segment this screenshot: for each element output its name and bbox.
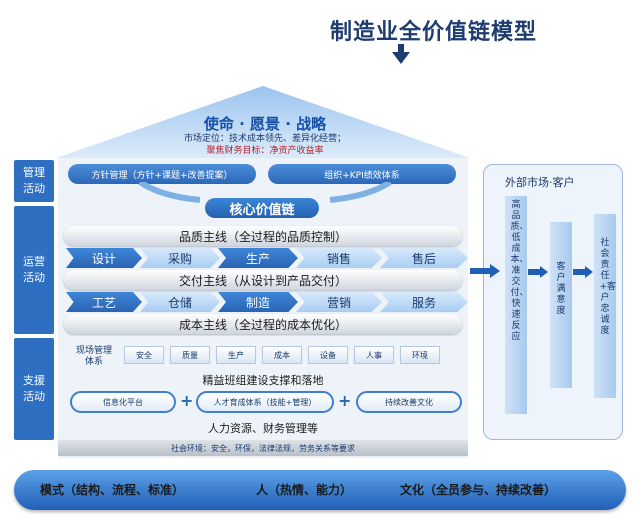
delivery-mainline: 交付主线（从设计到产品交付） [64, 270, 462, 290]
side-label-management: 管理 活动 [14, 160, 54, 202]
core-value-chain: 核心价值链 [205, 198, 319, 218]
tag-environment: 环境 [400, 346, 440, 364]
chevron-sales: 销售 [296, 248, 382, 268]
policy-management-pill: 方针管理（方针+课题+改善提案） [68, 164, 256, 184]
chevron-design: 设计 [66, 248, 142, 268]
chevron-process: 工艺 [66, 292, 142, 312]
kpi-system-pill: 组织+KPI绩效体系 [268, 164, 456, 184]
roof-triangle [56, 86, 470, 158]
base-culture: 文化（全员参与、持续改善） [400, 483, 557, 497]
side-label-support: 支援 活动 [14, 338, 54, 440]
chevron-after-sales: 售后 [380, 248, 468, 268]
social-environment: 社会环境：安全，环保，法律法规，劳务关系等要求 [58, 440, 468, 456]
lean-team-text: 精益班组建设支撑和落地 [202, 374, 324, 387]
tag-equipment: 设备 [308, 346, 348, 364]
page-title: 制造业全价值链模型 [330, 20, 538, 45]
plus-icon: + [338, 391, 352, 410]
base-model: 模式（结构、流程、标准） [40, 483, 185, 497]
hr-finance-text: 人力资源、财务管理等 [208, 422, 318, 435]
chevron-warehouse: 仓储 [140, 292, 220, 312]
arrow-right-icon [528, 266, 548, 278]
chevron-production: 生产 [218, 248, 298, 268]
it-platform: 信息化平台 [70, 391, 176, 413]
market-title: 外部市场·客户 [505, 176, 575, 189]
down-arrow-stem [398, 44, 404, 53]
chevron-procurement: 采购 [140, 248, 220, 268]
tag-safety: 安全 [124, 346, 164, 364]
kaizen-culture: 持续改善文化 [356, 391, 462, 413]
cost-mainline: 成本主线（全过程的成本优化） [64, 314, 462, 334]
base-people: 人（热情、能力） [256, 483, 353, 497]
finance-goal: 聚焦财务目标：净资产收益率 [206, 146, 324, 156]
value-outcome-column: 高品质、低成本、准交付、快速反应 [505, 196, 529, 414]
field-management-label: 现场管理 体系 [75, 346, 112, 367]
tag-quality: 质量 [170, 346, 210, 364]
mission-headline: 使命 · 愿景 · 战略 [203, 115, 327, 133]
foundation-base [14, 470, 626, 510]
talent-system: 人才育成体系（技能+管理） [196, 391, 334, 413]
tag-personnel: 人事 [354, 346, 394, 364]
tag-cost: 成本 [262, 346, 302, 364]
down-arrow-icon [392, 52, 410, 64]
chevron-manufacturing: 制造 [218, 292, 298, 312]
chevron-service: 服务 [380, 292, 468, 312]
tag-production: 生产 [216, 346, 256, 364]
connector-arrows [138, 182, 392, 203]
chevron-marketing: 营销 [296, 292, 382, 312]
market-positioning: 市场定位：技术成本领先、差异化经营； [183, 134, 346, 144]
side-label-operations: 运营 活动 [14, 206, 54, 334]
arrow-right-icon [470, 264, 500, 278]
social-responsibility-column: 社会责任+客户忠诚度 [594, 214, 616, 398]
plus-icon: + [180, 391, 194, 410]
arrow-right-icon [573, 266, 593, 278]
customer-satisfaction-column: 客户满意度 [550, 222, 572, 388]
quality-mainline: 品质主线（全过程的品质控制） [64, 226, 462, 246]
